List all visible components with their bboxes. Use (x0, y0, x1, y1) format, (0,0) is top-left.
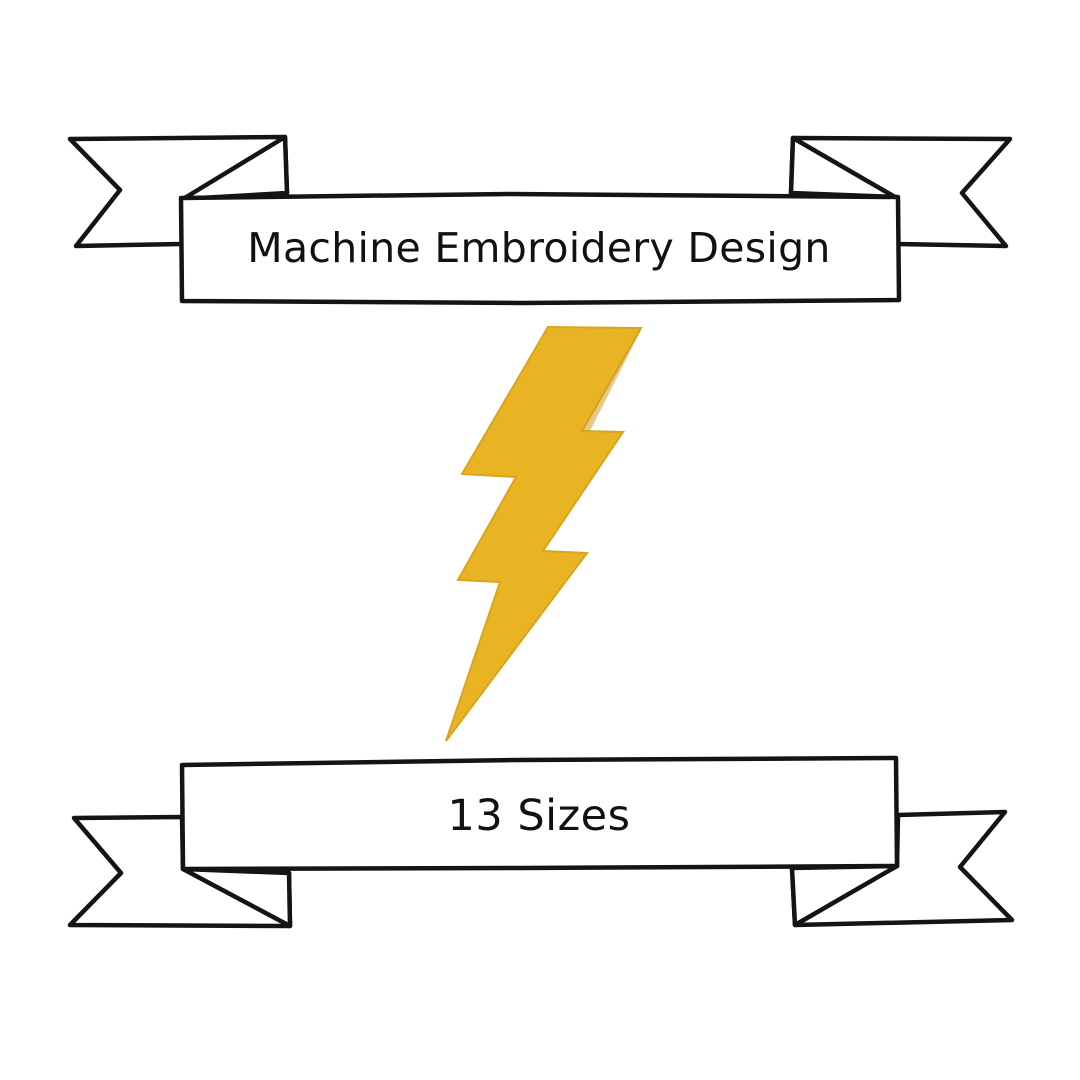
bolt-shadow-edge (582, 328, 641, 431)
bottom-ribbon-banner (67, 755, 1015, 929)
bottom-banner-text: 13 Sizes (447, 791, 631, 841)
bolt-shape (445, 325, 643, 742)
top-ribbon-banner (67, 134, 1013, 306)
top-ribbon-band (178, 191, 902, 306)
top-banner-text: Machine Embroidery Design (247, 224, 831, 272)
bottom-ribbon-band (179, 755, 900, 872)
lightning-bolt-icon (445, 325, 643, 742)
